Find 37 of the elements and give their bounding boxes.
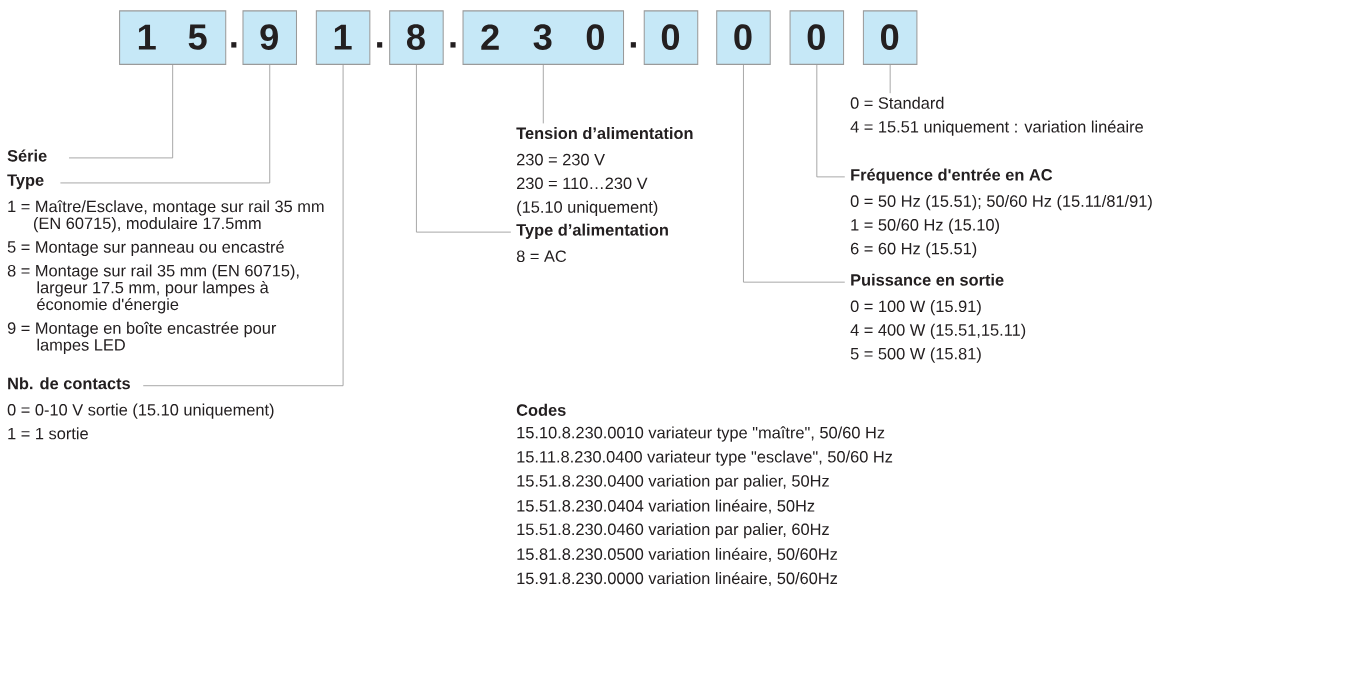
code-line: 15.11.8.230.0400 variateur type "esclave", 50/60 Hz (517, 450, 893, 466)
description-text: Type d’alimentation 8 = AC (516, 223, 668, 262)
code-box: 0 (643, 10, 699, 65)
code-box: 0 (789, 10, 845, 65)
leader-line (816, 64, 846, 178)
leader-line (68, 64, 174, 159)
code-box: 1 (315, 10, 371, 65)
code-box: 2 3 0 (462, 10, 625, 65)
code-line: 15.51.8.230.0404 variation linéaire, 50Hz (517, 499, 815, 514)
leader-line (889, 64, 891, 94)
code-box: 0 (716, 10, 771, 65)
description-text: Série (7, 149, 47, 162)
separator-dot: . (630, 42, 636, 48)
code-line: 15.51.8.230.0400 variation par palier, 50Hz (517, 474, 829, 490)
code-box: 9 (242, 10, 297, 65)
code-box: 8 (389, 10, 444, 65)
code-line: 15.91.8.230.0000 variation linéaire, 50/60Hz (517, 571, 838, 586)
leader-line (743, 64, 846, 283)
leader-line (60, 64, 271, 184)
leader-line (542, 64, 544, 124)
code-line: 15.51.8.230.0460 variation par palier, 60Hz (517, 522, 829, 539)
description-text: Fréquence d'entrée en AC 0 = 50 Hz (15.51); 50/60 Hz (15.11/81/91) 1 = 50/60 Hz (15.10) 6 = 60 Hz (15.51) (850, 168, 1152, 258)
description-text: Nb. de contacts 0 = 0-10 V sortie (15.10 uniquement) 1 = 1 sortie (7, 377, 274, 440)
description-text: Type 1 = Maître/Esclave, montage sur rail 35 mm (EN 60715), modulaire 17.5mm 5 = Montage sur panneau ou encastré 8 = Montage sur rail 35 mm (EN 60715), largeur 17.5 mm, pour lampes à économie d'énergie 9 = Montage en boîte encastrée pour lampes LED (7, 174, 324, 354)
separator-dot: . (377, 42, 383, 48)
description-text: 0 = Standard 4 = 15.51 uniquement : variation linéaire (850, 96, 1143, 136)
section-heading: Codes (516, 403, 566, 416)
leader-line (416, 64, 512, 233)
code-box: 0 (862, 10, 918, 65)
description-text: Tension d’alimentation 230 = 230 V 230 = 110…230 V (15.10 uniquement) (516, 126, 693, 216)
separator-dot: . (450, 42, 456, 48)
code-line: 15.10.8.230.0010 variateur type "maître", 50/60 Hz (517, 426, 885, 442)
separator-dot: . (231, 42, 237, 48)
leader-line (142, 64, 344, 387)
description-text: Puissance en sortie 0 = 100 W (15.91) 4 = 400 W (15.51,15.11) 5 = 500 W (15.81) (850, 273, 1026, 363)
code-box: 1 5 (119, 10, 227, 65)
code-line: 15.81.8.230.0500 variation linéaire, 50/60Hz (517, 547, 838, 562)
